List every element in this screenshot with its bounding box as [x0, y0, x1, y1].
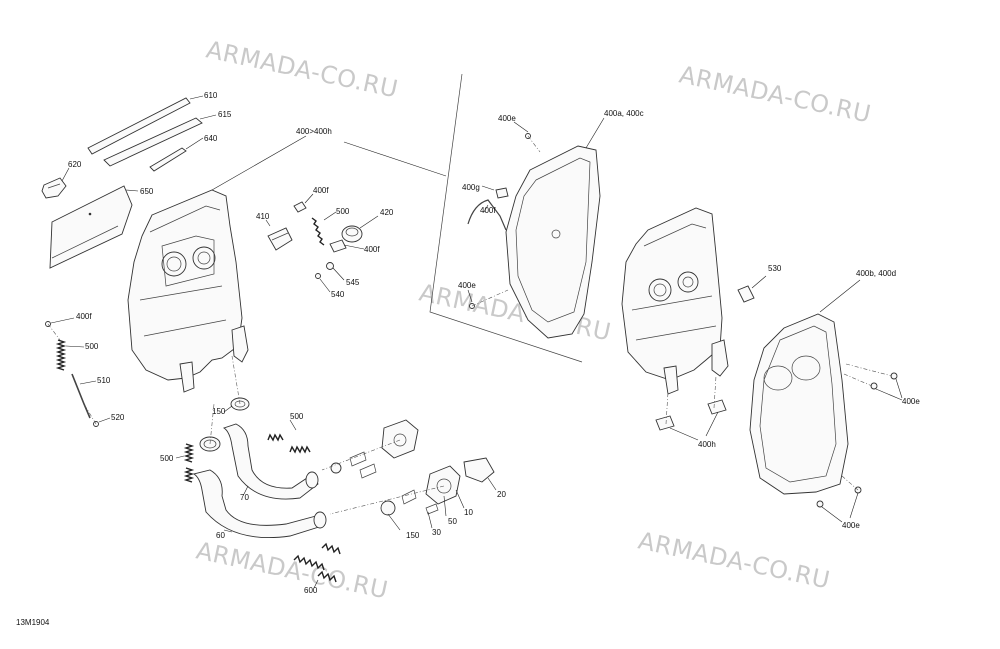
strap-410	[265, 219, 293, 251]
nut-545	[326, 262, 345, 281]
callout-400h: 400h	[698, 440, 716, 449]
pipe-70	[222, 423, 319, 500]
flange-assembly-upper	[330, 419, 419, 479]
callout-400f: 400f	[76, 312, 92, 321]
clip-520	[93, 417, 111, 427]
battery-box-left	[127, 135, 307, 393]
spring-500-top	[311, 211, 337, 246]
callout-650: 650	[140, 187, 154, 196]
callout-400g: 400g	[462, 183, 480, 192]
callout-400e: 400e	[902, 397, 920, 406]
callout-400e: 400e	[498, 114, 516, 123]
callout-400-400h: 400>400h	[296, 127, 332, 136]
trim-strip-640	[149, 137, 204, 172]
callout-540: 540	[331, 290, 345, 299]
callout-510: 510	[97, 376, 111, 385]
callout-400a-400c: 400a, 400c	[604, 109, 644, 118]
callout-70: 70	[240, 493, 249, 502]
rod-510	[71, 373, 97, 419]
callout-545: 545	[346, 278, 360, 287]
watermark: ARMADA-CO.RU	[636, 526, 833, 594]
callout-500: 500	[290, 412, 304, 421]
battery-cover-400a-400c	[505, 117, 605, 339]
watermark: ARMADA-CO.RU	[204, 35, 401, 103]
callout-150: 150	[212, 407, 226, 416]
watermark: ARMADA-CO.RU	[194, 536, 391, 604]
fasteners-400e-bottom	[816, 475, 862, 523]
callout-500: 500	[336, 207, 350, 216]
battery-box-right	[621, 207, 729, 395]
callout-530: 530	[768, 264, 782, 273]
cap-420	[341, 215, 379, 243]
trim-strip-615	[103, 114, 217, 167]
fasteners-400e-right	[843, 363, 903, 401]
callout-620: 620	[68, 160, 82, 169]
callout-60: 60	[216, 531, 225, 540]
trim-strip-610	[87, 95, 204, 155]
pads-400h	[655, 399, 727, 441]
callout-420: 420	[380, 208, 394, 217]
latch-arm-400f	[467, 199, 507, 231]
callout-610: 610	[204, 91, 218, 100]
diagram-code: 13M1904	[16, 618, 50, 627]
latch-400g	[481, 185, 509, 199]
bracket-400f-left	[45, 317, 75, 327]
callout-10: 10	[464, 508, 473, 517]
callout-400b-400d: 400b, 400d	[856, 269, 896, 278]
gasket-150-top	[223, 397, 250, 413]
callout-500: 500	[85, 342, 99, 351]
callout-30: 30	[432, 528, 441, 537]
callout-410: 410	[256, 212, 270, 221]
callout-400e: 400e	[842, 521, 860, 530]
flange-assembly-lower	[380, 457, 497, 531]
clip-530	[737, 275, 767, 303]
spring-500-left	[55, 339, 85, 371]
callout-600: 600	[304, 586, 318, 595]
exploded-leader	[343, 141, 447, 177]
spring-500-right	[267, 419, 311, 454]
panel-650	[49, 185, 139, 269]
callout-400e: 400e	[458, 281, 476, 290]
callout-50: 50	[448, 517, 457, 526]
assembly-lines	[47, 135, 717, 515]
callout-400f: 400f	[364, 245, 380, 254]
screw-540	[315, 273, 331, 293]
pipe-60	[192, 469, 327, 539]
callout-400f: 400f	[480, 206, 496, 215]
callout-labels: 610 615 640 620 650 400>400h 410 400f 50…	[68, 91, 920, 595]
springs-600-cluster	[293, 542, 341, 589]
bracket-400f-mid	[329, 239, 365, 253]
clip-620	[41, 167, 70, 199]
callout-400f: 400f	[313, 186, 329, 195]
callout-640: 640	[204, 134, 218, 143]
callout-500: 500	[160, 454, 174, 463]
watermark: ARMADA-CO.RU	[677, 60, 874, 128]
callout-20: 20	[497, 490, 506, 499]
back-cover-400b-400d	[749, 279, 861, 495]
springs-500-cluster	[175, 443, 195, 483]
callout-520: 520	[111, 413, 125, 422]
callout-615: 615	[218, 110, 232, 119]
callout-150: 150	[406, 531, 420, 540]
bracket-400f-top	[293, 193, 314, 213]
exploded-boundary	[429, 73, 583, 363]
